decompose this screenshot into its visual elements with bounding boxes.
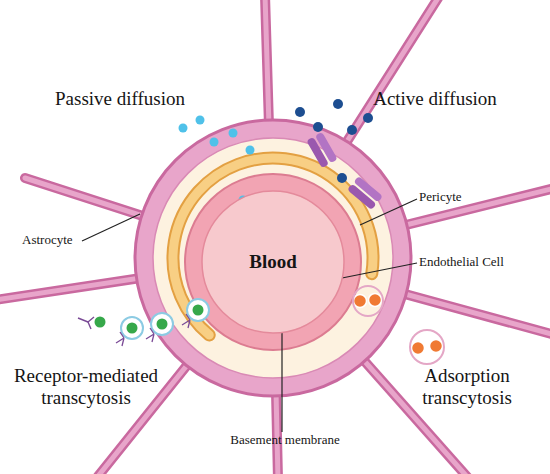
receptor-vesicle [182, 299, 209, 328]
adsorption-particle [354, 295, 367, 308]
part-label: Basement membrane [190, 433, 380, 448]
blood-lumen: Blood [201, 190, 345, 334]
adsorption-vesicle [353, 286, 383, 316]
receptor-vesicle [146, 313, 173, 342]
passive-molecule [246, 146, 255, 155]
mechanism-label: Receptor-mediated transcytosis [0, 365, 172, 409]
adsorption-vesicle [410, 330, 444, 364]
active-molecule [337, 173, 347, 183]
basement-membrane [153, 138, 393, 378]
leader-line [281, 332, 282, 432]
adsorption-particle [369, 294, 382, 307]
active-molecule [347, 125, 357, 135]
node-label: Blood [249, 251, 297, 273]
part-label: Pericyte [419, 190, 509, 205]
mechanism-label: Active diffusion [330, 88, 540, 110]
mechanism-label: Passive diffusion [15, 88, 225, 110]
leader-line [82, 214, 140, 241]
passive-molecule [179, 124, 188, 133]
part-label: Endothelial Cell [419, 255, 544, 270]
endothelial-layer [185, 174, 361, 350]
passive-molecule [196, 116, 205, 125]
part-label: Astrocyte [22, 233, 92, 248]
transporter-protein [306, 132, 338, 169]
active-molecule [313, 122, 323, 132]
mechanism-label: Adsorption transcytosis [392, 365, 542, 409]
active-molecule [295, 107, 305, 117]
ligand [95, 317, 106, 328]
leader-line [360, 199, 417, 225]
passive-molecule [229, 129, 238, 138]
astrocyte-endfeet [135, 120, 411, 396]
adsorption-particle [430, 340, 443, 353]
active-molecule [333, 99, 343, 109]
receptor-vesicle [116, 317, 143, 346]
node-text-wrap: Blood [201, 190, 345, 334]
adsorption-particle [412, 342, 425, 355]
transporter-protein [347, 176, 383, 210]
active-molecule [363, 113, 373, 123]
leader-line [342, 263, 417, 278]
passive-molecule [210, 138, 219, 147]
